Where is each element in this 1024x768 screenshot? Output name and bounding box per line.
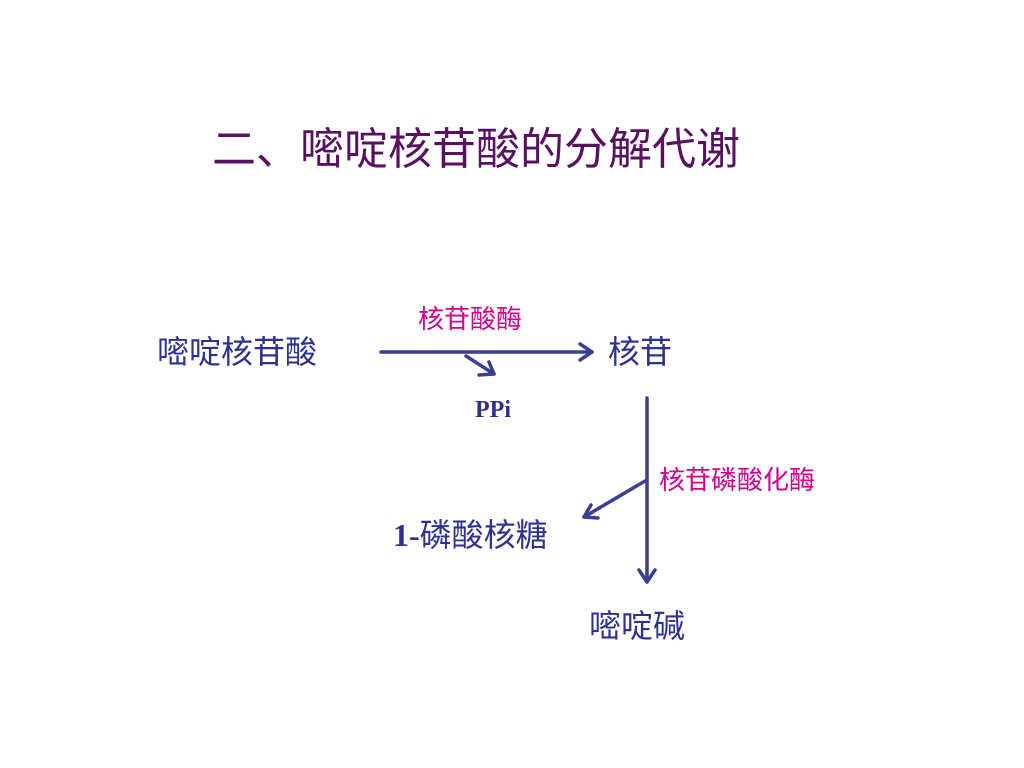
arrowhead-nucleoside bbox=[578, 342, 594, 362]
enzyme-nucleoside-phosphorylase: 核苷磷酸化酶 bbox=[659, 466, 816, 496]
node-pyrimidine-base: 嘧啶碱 bbox=[589, 607, 686, 645]
arrow-branch-ppi bbox=[464, 354, 496, 376]
arrow-branch-ribose-phosphate bbox=[582, 479, 647, 519]
enzyme-nucleotidase: 核苷酸酶 bbox=[418, 305, 523, 335]
slide-title: 二、嘧啶核苷酸的分解代谢 bbox=[212, 124, 740, 175]
node-ribose-1-phosphate: 1-磷酸核糖 bbox=[393, 519, 548, 551]
node-pyrimidine-nucleotide: 嘧啶核苷酸 bbox=[157, 333, 318, 371]
ribose-phosphate-prefix: 1- bbox=[393, 517, 420, 553]
arrowhead-base bbox=[637, 568, 657, 584]
ribose-phosphate-label: 磷酸核糖 bbox=[419, 516, 548, 554]
arrowhead-ppi bbox=[477, 360, 496, 377]
byproduct-ppi: PPi bbox=[475, 397, 511, 423]
arrowhead-ribose-phosphate bbox=[582, 503, 600, 520]
node-nucleoside: 核苷 bbox=[608, 333, 673, 371]
